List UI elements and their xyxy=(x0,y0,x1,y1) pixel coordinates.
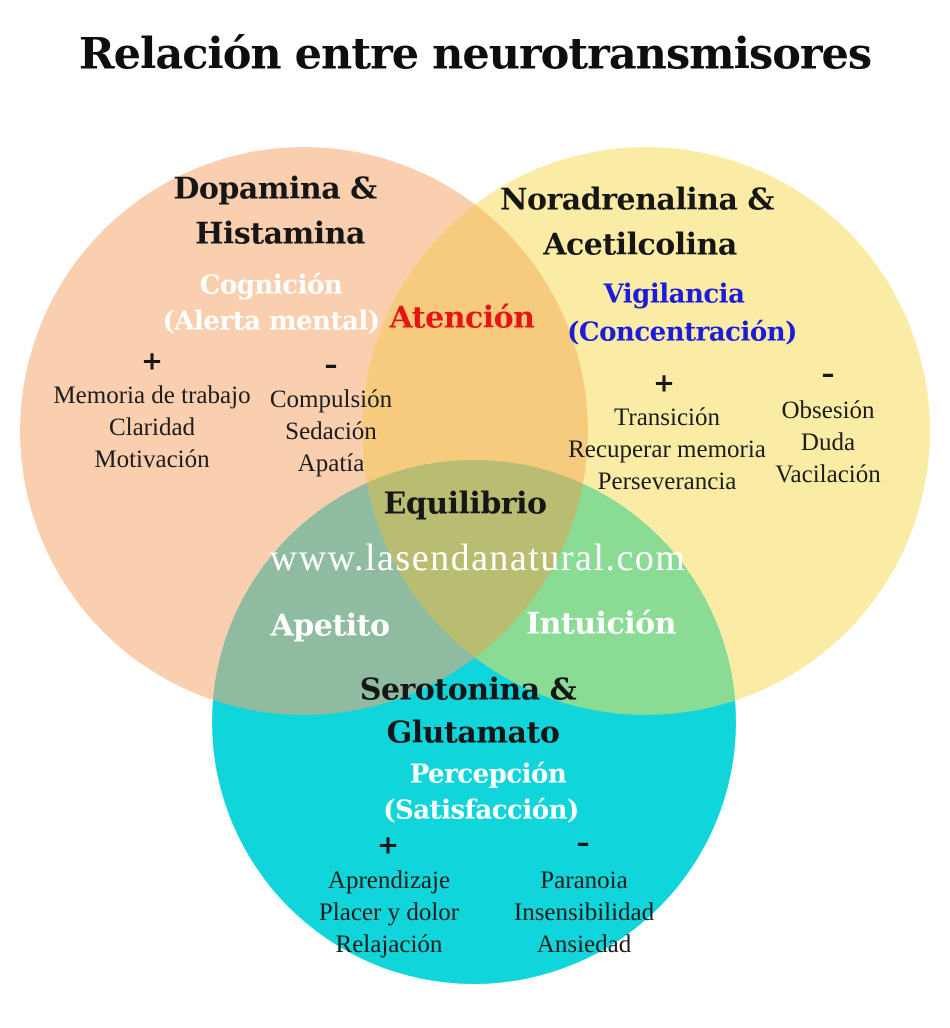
list-item: Paranoia xyxy=(540,867,628,894)
list-item: Recuperar memoria xyxy=(568,436,766,463)
serotonina-set-title-line2: Glutamato xyxy=(386,715,560,751)
noradrenalina-set-title-line2: Acetilcolina xyxy=(543,227,737,263)
dopamina-positives-list: Memoria de trabajo Claridad Motivación xyxy=(53,380,250,476)
dopamina-set-title-line2: Histamina xyxy=(195,216,365,252)
noradrenalina-function-line2: (Concentración) xyxy=(567,317,797,348)
dopamina-function-line2: (Alerta mental) xyxy=(162,306,381,337)
list-item: Motivación xyxy=(94,446,210,473)
dopamina-plus-sign: + xyxy=(141,346,163,377)
intuition-overlap-region xyxy=(362,460,736,715)
appetite-overlap-label: Apetito xyxy=(270,608,390,644)
list-item: Vacilación xyxy=(775,461,881,488)
serotonina-set-title-line1: Serotonina & xyxy=(359,672,577,708)
intuition-overlap-label: Intuición xyxy=(526,606,676,642)
list-item: Insensibilidad xyxy=(513,899,655,926)
list-item: Compulsión xyxy=(269,386,393,413)
list-item: Relajación xyxy=(335,931,443,958)
noradrenalina-minus-sign: – xyxy=(821,359,835,390)
list-item: Obsesión xyxy=(781,397,875,424)
noradrenalina-function-line1: Vigilancia xyxy=(603,279,745,310)
noradrenalina-positives-list: Transición Recuperar memoria Perseveranc… xyxy=(568,402,766,498)
noradrenalina-set-title-line1: Noradrenalina & xyxy=(500,182,774,218)
list-item: Memoria de trabajo xyxy=(53,382,251,409)
serotonina-minus-sign: – xyxy=(576,828,590,859)
list-item: Sedación xyxy=(285,418,377,445)
balance-overlap-label: Equilibrio xyxy=(383,486,547,522)
attention-overlap-label: Atención xyxy=(389,300,536,336)
list-item: Transición xyxy=(613,404,721,431)
watermark-url: www.lasendanatural.com xyxy=(269,537,687,580)
list-item: Perseverancia xyxy=(597,468,737,495)
appetite-overlap-region xyxy=(212,460,588,715)
noradrenalina-negatives-list: Obsesión Duda Vacilación xyxy=(775,395,881,491)
dopamina-negatives-list: Compulsión Sedación Apatía xyxy=(270,384,392,480)
serotonina-negatives-list: Paranoia Insensibilidad Ansiedad xyxy=(514,865,654,961)
noradrenalina-plus-sign: + xyxy=(653,368,675,399)
list-item: Aprendizaje xyxy=(327,867,451,894)
dopamina-set-title-line1: Dopamina & xyxy=(173,171,377,207)
list-item: Duda xyxy=(800,429,856,456)
list-item: Ansiedad xyxy=(536,931,632,958)
list-item: Apatía xyxy=(297,450,365,477)
list-item: Claridad xyxy=(108,414,196,441)
serotonina-function-line2: (Satisfacción) xyxy=(383,795,579,826)
serotonina-function-line1: Percepción xyxy=(409,759,567,790)
page-title: Relación entre neurotransmisores xyxy=(78,29,872,80)
dopamina-minus-sign: – xyxy=(324,350,338,381)
serotonina-plus-sign: + xyxy=(377,830,399,861)
dopamina-function-line1: Cognición xyxy=(199,270,343,301)
list-item: Placer y dolor xyxy=(318,899,460,926)
serotonina-positives-list: Aprendizaje Placer y dolor Relajación xyxy=(319,865,459,961)
